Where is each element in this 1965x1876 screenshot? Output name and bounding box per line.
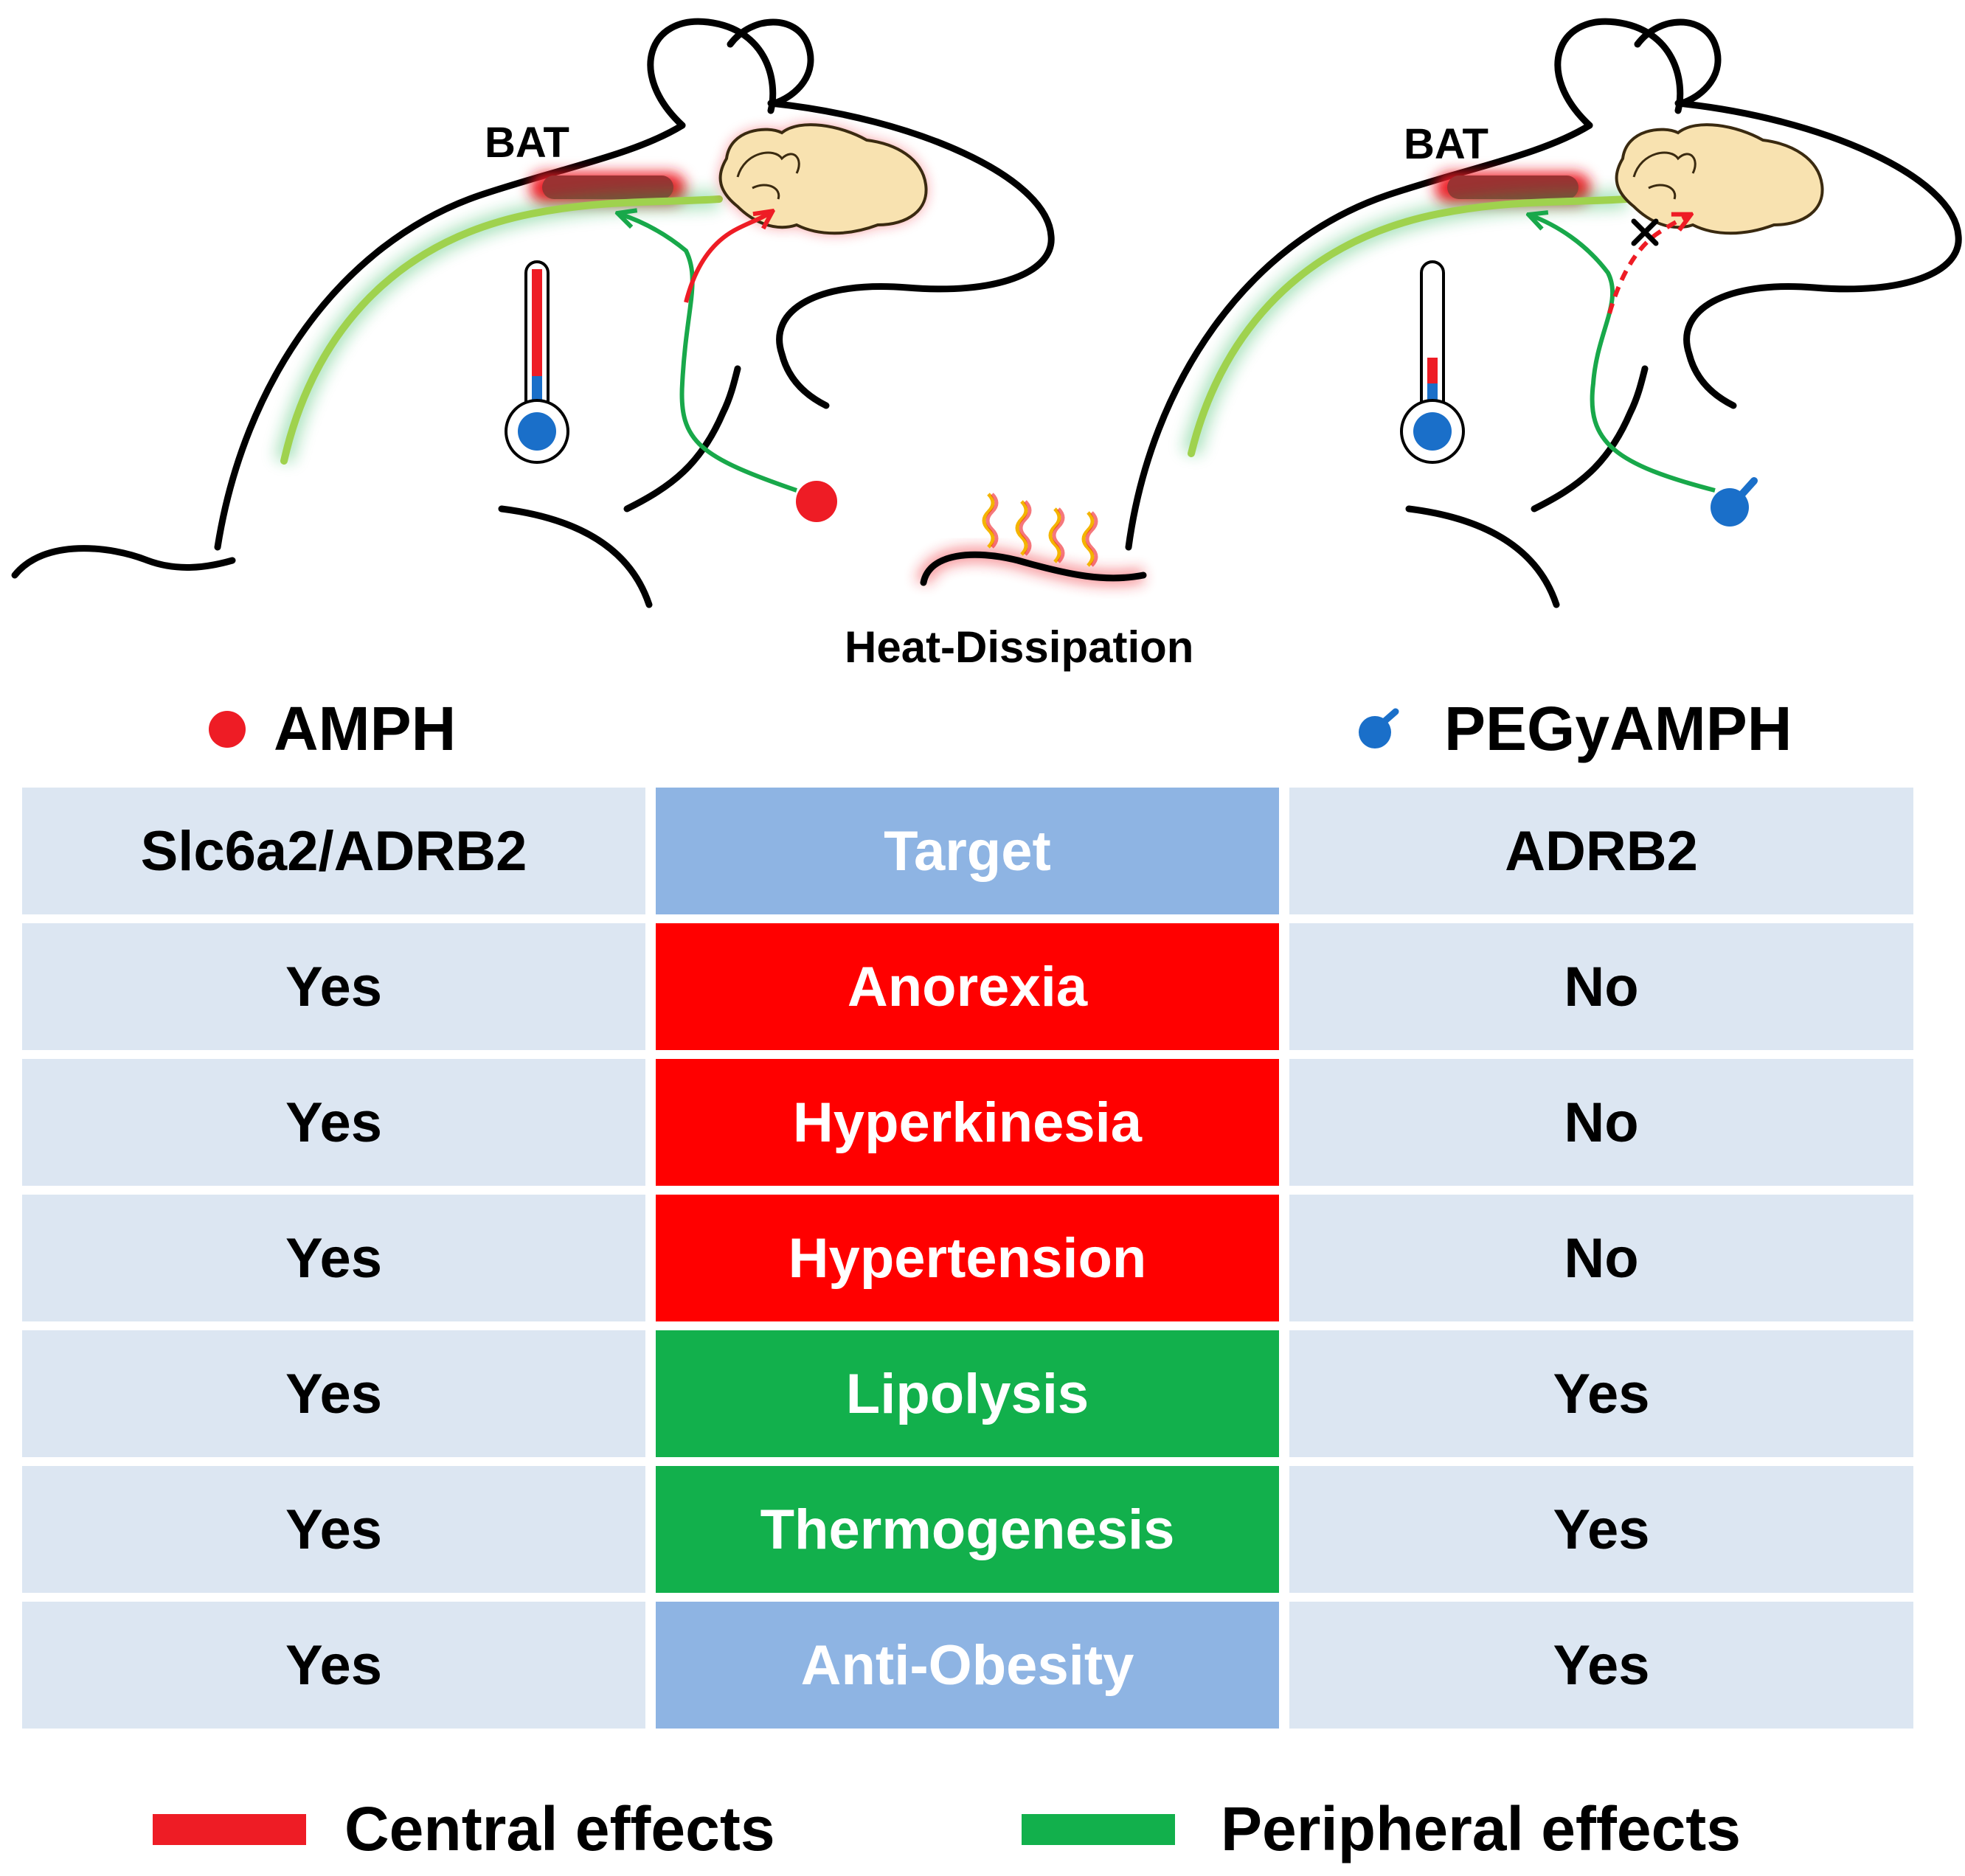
- mouse-right: [915, 18, 1962, 608]
- bat-label-right: BAT: [1404, 120, 1489, 168]
- target-cell: Anorexia: [656, 923, 1279, 1050]
- pegyamph-effect-cell: Yes: [1289, 1466, 1913, 1593]
- pegyamph-symbol-icon: [1359, 708, 1399, 748]
- target-cell: Lipolysis: [656, 1330, 1279, 1457]
- central-swatch: [153, 1813, 306, 1845]
- amph-label: AMPH: [274, 694, 457, 763]
- target-cell: Hypertension: [656, 1195, 1279, 1321]
- table-row: Yes Hyperkinesia No: [22, 1059, 1913, 1186]
- comparison-table: Slc6a2/ADRB2 Target ADRB2 Yes Anorexia N…: [22, 788, 1913, 1730]
- thermometer-icon: [505, 260, 569, 464]
- amph-legend: AMPH: [209, 693, 456, 765]
- pegyamph-legend: PEGyAMPH: [1356, 693, 1792, 765]
- table-row: Yes Thermogenesis Yes: [22, 1466, 1913, 1593]
- table-row: Yes Anorexia No: [22, 923, 1913, 1050]
- mouse-left: [11, 18, 1055, 608]
- amph-effect-cell: Yes: [22, 1466, 645, 1593]
- central-effects-label: Central effects: [344, 1794, 775, 1863]
- target-cell: Hyperkinesia: [656, 1059, 1279, 1186]
- legend-central: Central effects: [153, 1793, 775, 1865]
- block-x-icon: [1631, 218, 1659, 246]
- bat-label-left: BAT: [485, 119, 569, 167]
- table-header-row: Slc6a2/ADRB2 Target ADRB2: [22, 788, 1913, 914]
- pegyamph-effect-cell: No: [1289, 1059, 1913, 1186]
- table-row: Yes Lipolysis Yes: [22, 1330, 1913, 1457]
- legend-peripheral: Peripheral effects: [1022, 1793, 1741, 1865]
- peripheral-effects-label: Peripheral effects: [1221, 1794, 1741, 1863]
- mouse-illustration: [11, 18, 1962, 608]
- header-right-cell: ADRB2: [1289, 788, 1913, 914]
- heat-waves-icon: [982, 493, 1098, 567]
- amph-effect-cell: Yes: [22, 1195, 645, 1321]
- amph-effect-cell: Yes: [22, 1602, 645, 1729]
- amph-dot-icon: [209, 710, 246, 748]
- target-cell: Anti-Obesity: [656, 1602, 1279, 1729]
- pegyamph-effect-cell: No: [1289, 923, 1913, 1050]
- amph-effect-cell: Yes: [22, 1330, 645, 1457]
- amph-effect-cell: Yes: [22, 923, 645, 1050]
- header-left-cell: Slc6a2/ADRB2: [22, 788, 645, 914]
- peripheral-swatch: [1022, 1813, 1175, 1845]
- table-row: Yes Hypertension No: [22, 1195, 1913, 1321]
- header-mid-cell: Target: [656, 788, 1279, 914]
- pegyamph-effect-cell: No: [1289, 1195, 1913, 1321]
- pegyamph-effect-cell: Yes: [1289, 1330, 1913, 1457]
- amph-effect-cell: Yes: [22, 1059, 645, 1186]
- pegyamph-label: PEGyAMPH: [1444, 694, 1792, 763]
- target-cell: Thermogenesis: [656, 1466, 1279, 1593]
- table-row: Yes Anti-Obesity Yes: [22, 1602, 1913, 1729]
- heat-dissipation-label: Heat-Dissipation: [845, 622, 1194, 672]
- pegyamph-effect-cell: Yes: [1289, 1602, 1913, 1729]
- pegyamph-icon: [1711, 477, 1758, 527]
- thermometer-icon: [1400, 260, 1465, 464]
